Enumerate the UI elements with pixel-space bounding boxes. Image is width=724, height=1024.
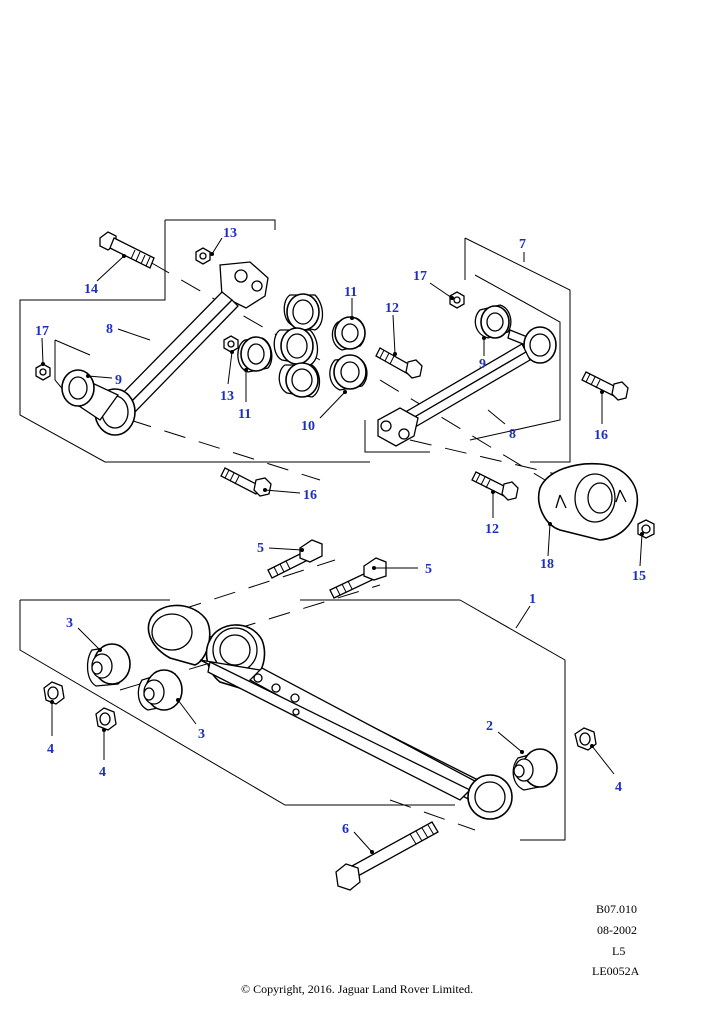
diagram-model-code: L5 <box>612 944 626 958</box>
lower-assembly-frame <box>19 599 566 841</box>
bush-set-10 <box>273 293 324 398</box>
callout-18: 18 <box>540 557 554 572</box>
callout-3-right: 3 <box>198 727 205 742</box>
callout-17-right: 17 <box>413 269 427 284</box>
upper-assembly-frame <box>19 219 571 463</box>
bolt-5-left <box>267 539 323 579</box>
callout-3-left: 3 <box>66 616 73 631</box>
callout-16-right: 16 <box>594 428 608 443</box>
callout-5-left: 5 <box>257 541 264 556</box>
callout-5-right: 5 <box>425 562 432 577</box>
bush-10-right <box>329 354 368 391</box>
callout-12-upper: 12 <box>385 301 399 316</box>
diagram-date: 08-2002 <box>597 923 637 937</box>
diagram-image-id: LE0052A <box>592 964 640 978</box>
nut-13-lower <box>223 335 239 353</box>
bolt-14 <box>99 231 155 269</box>
callout-12-lower: 12 <box>485 522 499 537</box>
callout-10: 10 <box>301 419 315 434</box>
bush-3-left <box>86 643 131 687</box>
callout-16-lower: 16 <box>303 488 317 503</box>
bush-11-left <box>237 336 273 373</box>
bolt-12-lower <box>471 471 519 501</box>
callout-13-lower: 13 <box>220 389 234 404</box>
bolt-16-lower <box>220 467 272 497</box>
nut-15 <box>637 519 655 539</box>
callout-14: 14 <box>84 282 98 297</box>
callout-6: 6 <box>342 822 349 837</box>
callout-4-b: 4 <box>99 765 106 780</box>
nut-17-left <box>35 363 51 381</box>
nut-4-b <box>95 707 117 731</box>
callout-2: 2 <box>486 719 493 734</box>
lower-arm-1 <box>147 604 513 820</box>
bolt-16-right <box>581 371 629 401</box>
callout-8-right: 8 <box>509 427 516 442</box>
nut-17-right <box>449 291 465 309</box>
callout-11-right: 11 <box>344 285 357 300</box>
callout-4-c: 4 <box>615 780 622 795</box>
callout-8-left: 8 <box>106 322 113 337</box>
callout-17-left: 17 <box>35 324 49 339</box>
bolt-6 <box>335 821 439 891</box>
callout-13-top: 13 <box>223 226 237 241</box>
bolt-12-upper <box>375 347 423 379</box>
callout-11-left: 11 <box>238 407 251 422</box>
callout-labels: 14 13 8 17 9 11 12 17 7 9 13 11 10 8 16 … <box>35 226 646 837</box>
callout-9-left: 9 <box>115 373 122 388</box>
link-8-left <box>61 261 269 436</box>
leader-lines <box>41 237 644 854</box>
diagram-ref-code: B07.010 <box>596 902 638 916</box>
bush-2 <box>512 748 558 791</box>
callout-7: 7 <box>519 237 526 252</box>
callout-9-right: 9 <box>479 357 486 372</box>
callout-15: 15 <box>632 569 646 584</box>
callout-4-a: 4 <box>47 742 54 757</box>
copyright-notice: © Copyright, 2016. Jaguar Land Rover Lim… <box>241 982 474 996</box>
callout-1: 1 <box>529 592 536 607</box>
bush-11-right <box>331 316 366 351</box>
nut-4-a <box>43 681 65 705</box>
bush-3-right <box>137 669 183 711</box>
link-8-right <box>377 304 557 447</box>
nut-13-top <box>195 247 211 265</box>
bracket-18 <box>538 462 639 541</box>
